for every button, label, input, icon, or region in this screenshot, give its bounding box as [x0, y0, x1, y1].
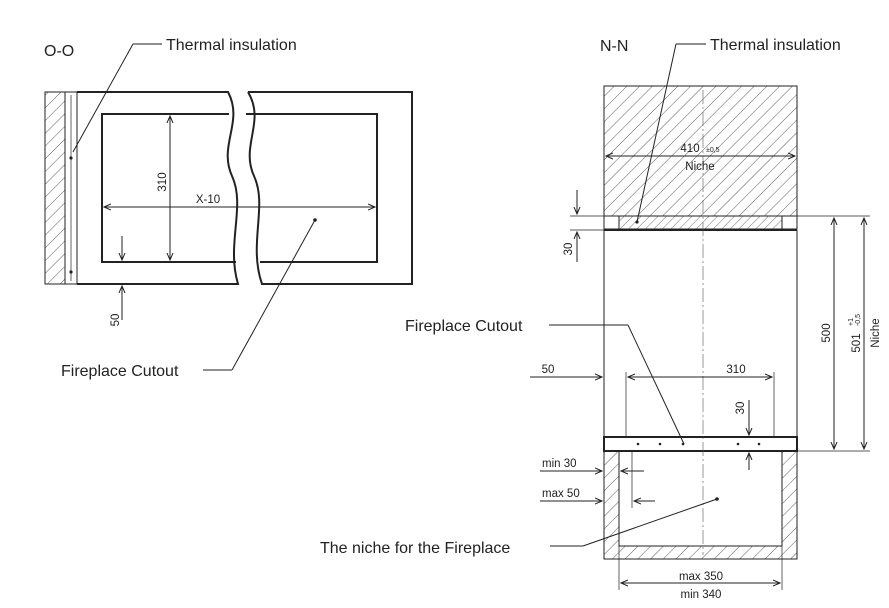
dim-label-min340: min 340 — [681, 589, 722, 601]
label-insulation-right: Thermal insulation — [710, 37, 841, 54]
dim-label-310-right: 310 — [726, 364, 745, 376]
section-label-nn: N-N — [600, 38, 628, 55]
top-insulation-band — [603, 215, 798, 230]
niche-caption-top: Niche — [685, 161, 714, 173]
dim-label-x10: X-10 — [196, 194, 220, 206]
left-cutout-right — [246, 113, 378, 263]
leader-insulation-right — [636, 43, 677, 223]
dim-label-max350: max 350 — [679, 571, 723, 583]
leader-insulation-left — [72, 43, 134, 153]
top-wall-block — [603, 85, 798, 217]
left-view: O-O 310 X-10 50 Thermal insulation Fi — [44, 37, 413, 380]
niche-caption-side: Niche — [870, 318, 882, 347]
dim-label-50-left: 50 — [110, 314, 122, 327]
label-cutout-right: Fireplace Cutout — [405, 318, 523, 335]
label-insulation-left: Thermal insulation — [166, 37, 297, 54]
left-cutout-left — [101, 113, 236, 263]
label-cutout-left: Fireplace Cutout — [61, 363, 179, 380]
leader-cutout-left — [231, 219, 316, 371]
dim-tol-501-minus: -0,5 — [855, 314, 862, 326]
leader-niche-fireplace — [582, 498, 718, 547]
dim-label-min30: min 30 — [542, 458, 577, 470]
section-label-oo: O-O — [44, 43, 74, 60]
dim-tol-410: ±0,5 — [706, 147, 720, 154]
dim-label-501: 501 — [851, 333, 863, 352]
dim-label-310-left: 310 — [157, 172, 169, 191]
left-wall — [44, 91, 66, 285]
dim-tol-501-plus: +1 — [848, 318, 855, 326]
left-frame-right — [247, 91, 413, 285]
left-frame-left — [77, 91, 240, 285]
label-niche-fireplace: The niche for the Fireplace — [320, 540, 510, 557]
dim-label-50-right: 50 — [542, 364, 555, 376]
dim-label-max50: max 50 — [542, 488, 580, 500]
dim-label-410: 410 — [680, 143, 699, 155]
right-view: N-N 410 ±0,5 Niche 30 — [320, 37, 882, 601]
bottom-support-band — [603, 436, 798, 452]
dim-label-500: 500 — [821, 323, 833, 342]
dim-label-30-mid: 30 — [735, 402, 747, 415]
dim-label-30-top: 30 — [563, 243, 575, 256]
leader-cutout-right — [627, 324, 685, 445]
